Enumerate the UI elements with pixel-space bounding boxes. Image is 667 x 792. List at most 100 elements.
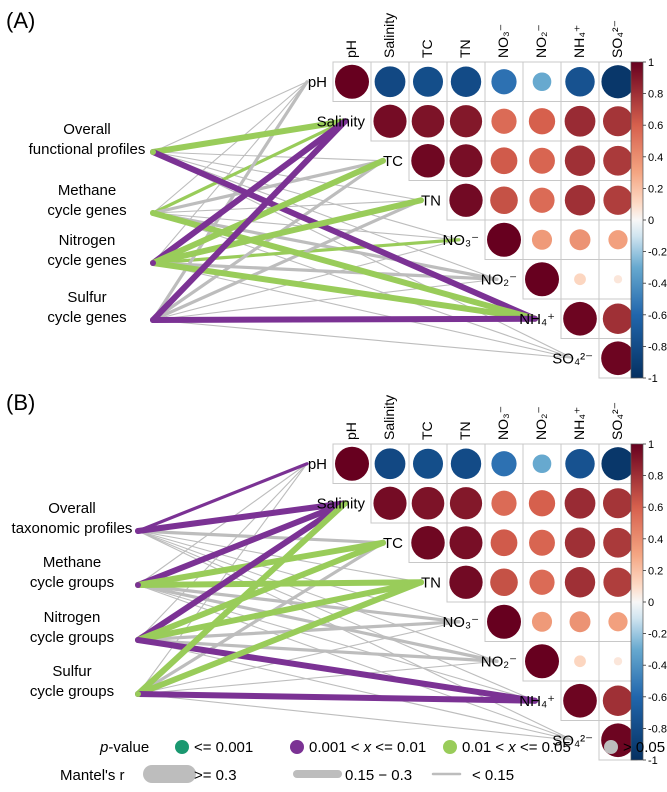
correlation-circle [490,147,518,175]
mantel-link [150,157,386,266]
group-label-line: Methane [58,182,116,199]
p-legend-dot [290,740,304,754]
mantel-link [135,691,538,704]
column-label: TC [419,39,435,58]
correlation-circle [449,144,483,178]
r-legend-label: >= 0.3 [194,767,237,784]
p-value-legend-title: p-value [99,739,149,756]
mantel-link [137,639,574,741]
p-legend-part: 0.01 < [462,739,508,756]
group-node [150,260,156,266]
correlation-circle [449,565,483,599]
mantel-link [152,239,460,321]
colorbar-tick-label: -0.6 [648,692,667,704]
correlation-circle [569,229,591,251]
mantel-link [152,151,574,359]
mantel-link [135,579,424,643]
colorbar-tick-label: 0.6 [648,120,663,132]
group-node [135,691,141,697]
mantel-link [135,579,424,697]
group-node [150,149,156,155]
p-title-italic: p [99,739,108,756]
correlation-circle [491,490,517,516]
group-label-line: Nitrogen [59,232,116,249]
correlation-circle [491,108,517,134]
colorbar-tick-label: 0 [648,215,654,227]
correlation-circle [529,187,555,213]
column-label: TC [419,421,435,440]
correlation-circle [450,66,482,97]
correlation-circle [602,303,634,334]
correlation-circle [374,66,406,98]
mantel-link [150,118,348,155]
group-label: Sulfur cycle groups [30,663,114,700]
group-node [150,317,156,323]
correlation-circle [603,527,633,558]
column-label: SO₄²⁻ [609,402,625,440]
colorbar-tick-label: 0.4 [648,534,663,546]
colorbar [630,443,644,761]
row-label: TC [383,535,403,552]
correlation-circle [602,106,634,137]
correlation-circle [491,69,517,95]
mantel-link [137,693,574,741]
row-label: TN [421,574,441,591]
mantel-link [151,198,423,322]
group-label-line: cycle genes [47,202,126,219]
correlation-circle [525,644,559,679]
correlation-circle [574,655,586,668]
group-node [135,637,141,643]
mantel-link [152,278,498,321]
column-label: NH₄⁺ [571,25,587,58]
row-label: NO₃⁻ [442,232,479,249]
correlation-circle [528,108,556,135]
correlation-circle [608,230,628,250]
correlation-circle [563,301,597,336]
mantel-link [150,260,538,322]
correlation-circle [490,568,518,597]
mantel-link [150,315,538,323]
group-label-line: Sulfur [52,663,91,680]
row-label: NO₂⁻ [481,271,517,288]
mantel-links [135,462,574,741]
mantel-link [137,530,422,583]
column-label: Salinity [381,395,397,440]
p-legend-label: <= 0.001 [194,739,253,756]
correlation-circle [490,186,518,215]
correlation-circle [412,66,444,97]
mantel-link [152,151,498,280]
row-label: pH [308,74,327,91]
mantel-link [137,530,574,741]
colorbar-tick-label: -0.8 [648,723,667,735]
group-label-line: cycle genes [47,309,126,326]
mantel-link [151,159,385,322]
correlation-circle [601,341,635,376]
colorbar-tick-label: 0.2 [648,565,663,577]
mantel-link [150,118,348,323]
p-legend-label: 0.01 < x <= 0.05 [462,739,571,756]
correlation-circle [450,448,482,479]
mantel-link [152,81,308,153]
correlation-circle [529,569,555,595]
mantel-link [150,118,348,266]
group-node [135,528,141,534]
group-label-line: cycle groups [30,629,114,646]
correlation-circle [449,105,483,138]
row-label: pH [308,456,327,473]
colorbar-tick-label: 1 [648,57,654,69]
correlation-circle [564,567,596,598]
correlation-circle [564,185,596,216]
group-label-line: cycle groups [30,683,114,700]
colorbar-tick-label: 0 [648,597,654,609]
column-label: TN [457,39,473,58]
correlation-circle [531,611,553,632]
p-title-rest: -value [108,739,149,756]
mantel-link [136,638,499,663]
correlation-circle [601,447,635,481]
p-legend-part: <= 0.01 [371,739,426,756]
